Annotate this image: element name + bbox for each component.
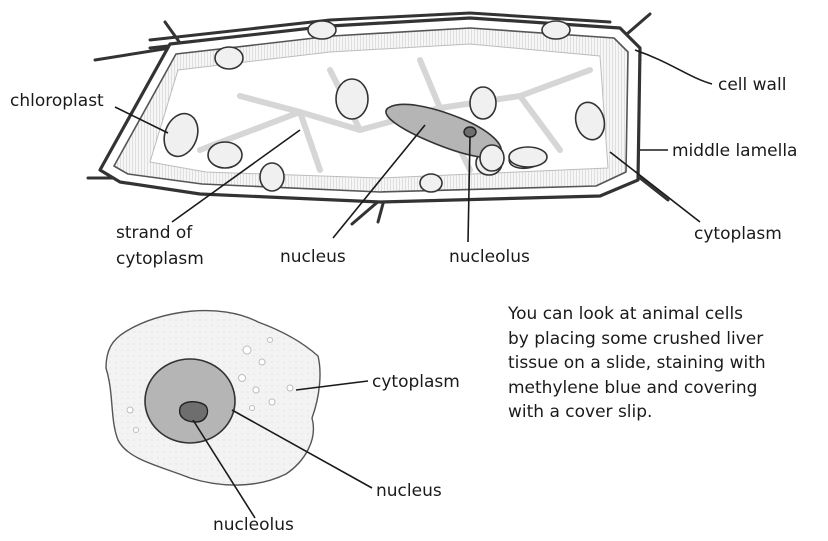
label-nucleus: nucleus [280,247,346,267]
chloroplast [420,174,442,192]
label-animal-cytoplasm: cytoplasm [372,372,460,392]
label-animal-nucleolus: nucleolus [213,515,294,535]
label-cell-wall: cell wall [718,75,786,95]
label-strand-cytoplasm: cytoplasm [116,249,204,269]
label-chloroplast: chloroplast [10,91,104,111]
chloroplast [208,142,242,168]
note-line: tissue on a slide, staining with [508,351,818,376]
chloroplast [470,87,496,119]
label-cytoplasm: cytoplasm [694,224,782,244]
plant-cell: chloroplast cell wall middle lamella cyt… [10,13,797,269]
label-middle-lamella: middle lamella [672,141,797,161]
note-line: by placing some crushed liver [508,327,818,352]
chloroplast [308,21,336,39]
nucleolus [464,127,476,137]
label-strand-of: strand of [116,223,193,243]
note-line: methylene blue and covering [508,376,818,401]
nucleolus [180,402,208,422]
nucleus [145,359,235,443]
note-line: with a cover slip. [508,400,818,425]
cell-wall-pointer [635,50,712,84]
chloroplast [542,21,570,39]
chloroplast [215,47,243,69]
label-animal-nucleus: nucleus [376,481,442,501]
chloroplast [509,147,547,167]
chloroplast [260,163,284,191]
label-nucleolus: nucleolus [449,247,530,267]
chloroplast [480,145,504,171]
animal-cell-note: You can look at animal cells by placing … [508,302,818,425]
note-line: You can look at animal cells [508,302,818,327]
chloroplast [336,79,368,119]
animal-cell: cytoplasm nucleus nucleolus [106,311,460,535]
